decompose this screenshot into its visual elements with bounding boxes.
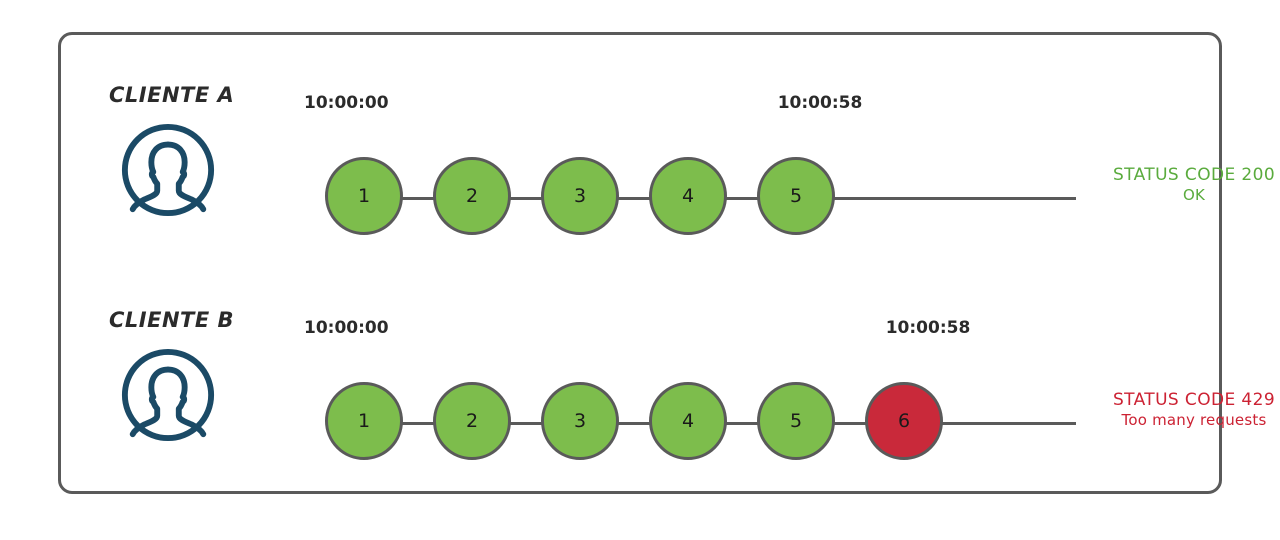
request-node-b-1[interactable]: 1	[325, 382, 403, 460]
timestamp-end-b: 10:00:58	[885, 318, 971, 338]
user-avatar-icon	[119, 346, 217, 444]
client-label-a: CLIENTE A	[109, 83, 235, 107]
client-label-b: CLIENTE B	[109, 308, 235, 332]
diagram-panel: CLIENTE A 10:00:00 10:00:58 1 2 3 4 5	[58, 32, 1275, 494]
request-node-label: 6	[897, 410, 911, 432]
status-badge-b: STATUS CODE 429 Too many requests	[1079, 390, 1280, 430]
request-node-label: 3	[573, 410, 587, 432]
request-node-label: 5	[789, 185, 803, 207]
client-row-cliente-b: CLIENTE B 10:00:00 10:00:58 1 2 3 4 5 6	[61, 308, 1275, 518]
request-node-b-2[interactable]: 2	[433, 382, 511, 460]
request-node-b-4[interactable]: 4	[649, 382, 727, 460]
request-node-label: 4	[681, 185, 695, 207]
user-avatar-icon	[119, 121, 217, 219]
request-node-a-1[interactable]: 1	[325, 157, 403, 235]
request-node-a-3[interactable]: 3	[541, 157, 619, 235]
status-message-text-b: Too many requests	[1121, 411, 1267, 430]
status-code-text-a: STATUS CODE 200	[1112, 165, 1276, 185]
timeline-a: 10:00:00 10:00:58 1 2 3 4 5 STATUS CODE …	[301, 83, 1275, 293]
status-code-text-b: STATUS CODE 429	[1112, 390, 1276, 410]
status-message-text-a: OK	[1182, 186, 1206, 205]
request-node-label: 1	[357, 410, 371, 432]
request-node-b-3[interactable]: 3	[541, 382, 619, 460]
request-node-b-6[interactable]: 6	[865, 382, 943, 460]
request-node-label: 5	[789, 410, 803, 432]
status-badge-a: STATUS CODE 200 OK	[1079, 165, 1280, 205]
request-node-a-5[interactable]: 5	[757, 157, 835, 235]
request-node-label: 2	[465, 185, 479, 207]
timestamp-start-a: 10:00:00	[304, 93, 389, 113]
timestamp-end-a: 10:00:58	[777, 93, 863, 113]
timestamp-start-b: 10:00:00	[304, 318, 389, 338]
timeline-b: 10:00:00 10:00:58 1 2 3 4 5 6 STATUS COD…	[301, 308, 1275, 518]
request-node-label: 4	[681, 410, 695, 432]
request-node-label: 3	[573, 185, 587, 207]
request-node-a-4[interactable]: 4	[649, 157, 727, 235]
request-node-label: 1	[357, 185, 371, 207]
request-node-b-5[interactable]: 5	[757, 382, 835, 460]
client-row-cliente-a: CLIENTE A 10:00:00 10:00:58 1 2 3 4 5	[61, 83, 1275, 293]
request-node-a-2[interactable]: 2	[433, 157, 511, 235]
request-node-label: 2	[465, 410, 479, 432]
